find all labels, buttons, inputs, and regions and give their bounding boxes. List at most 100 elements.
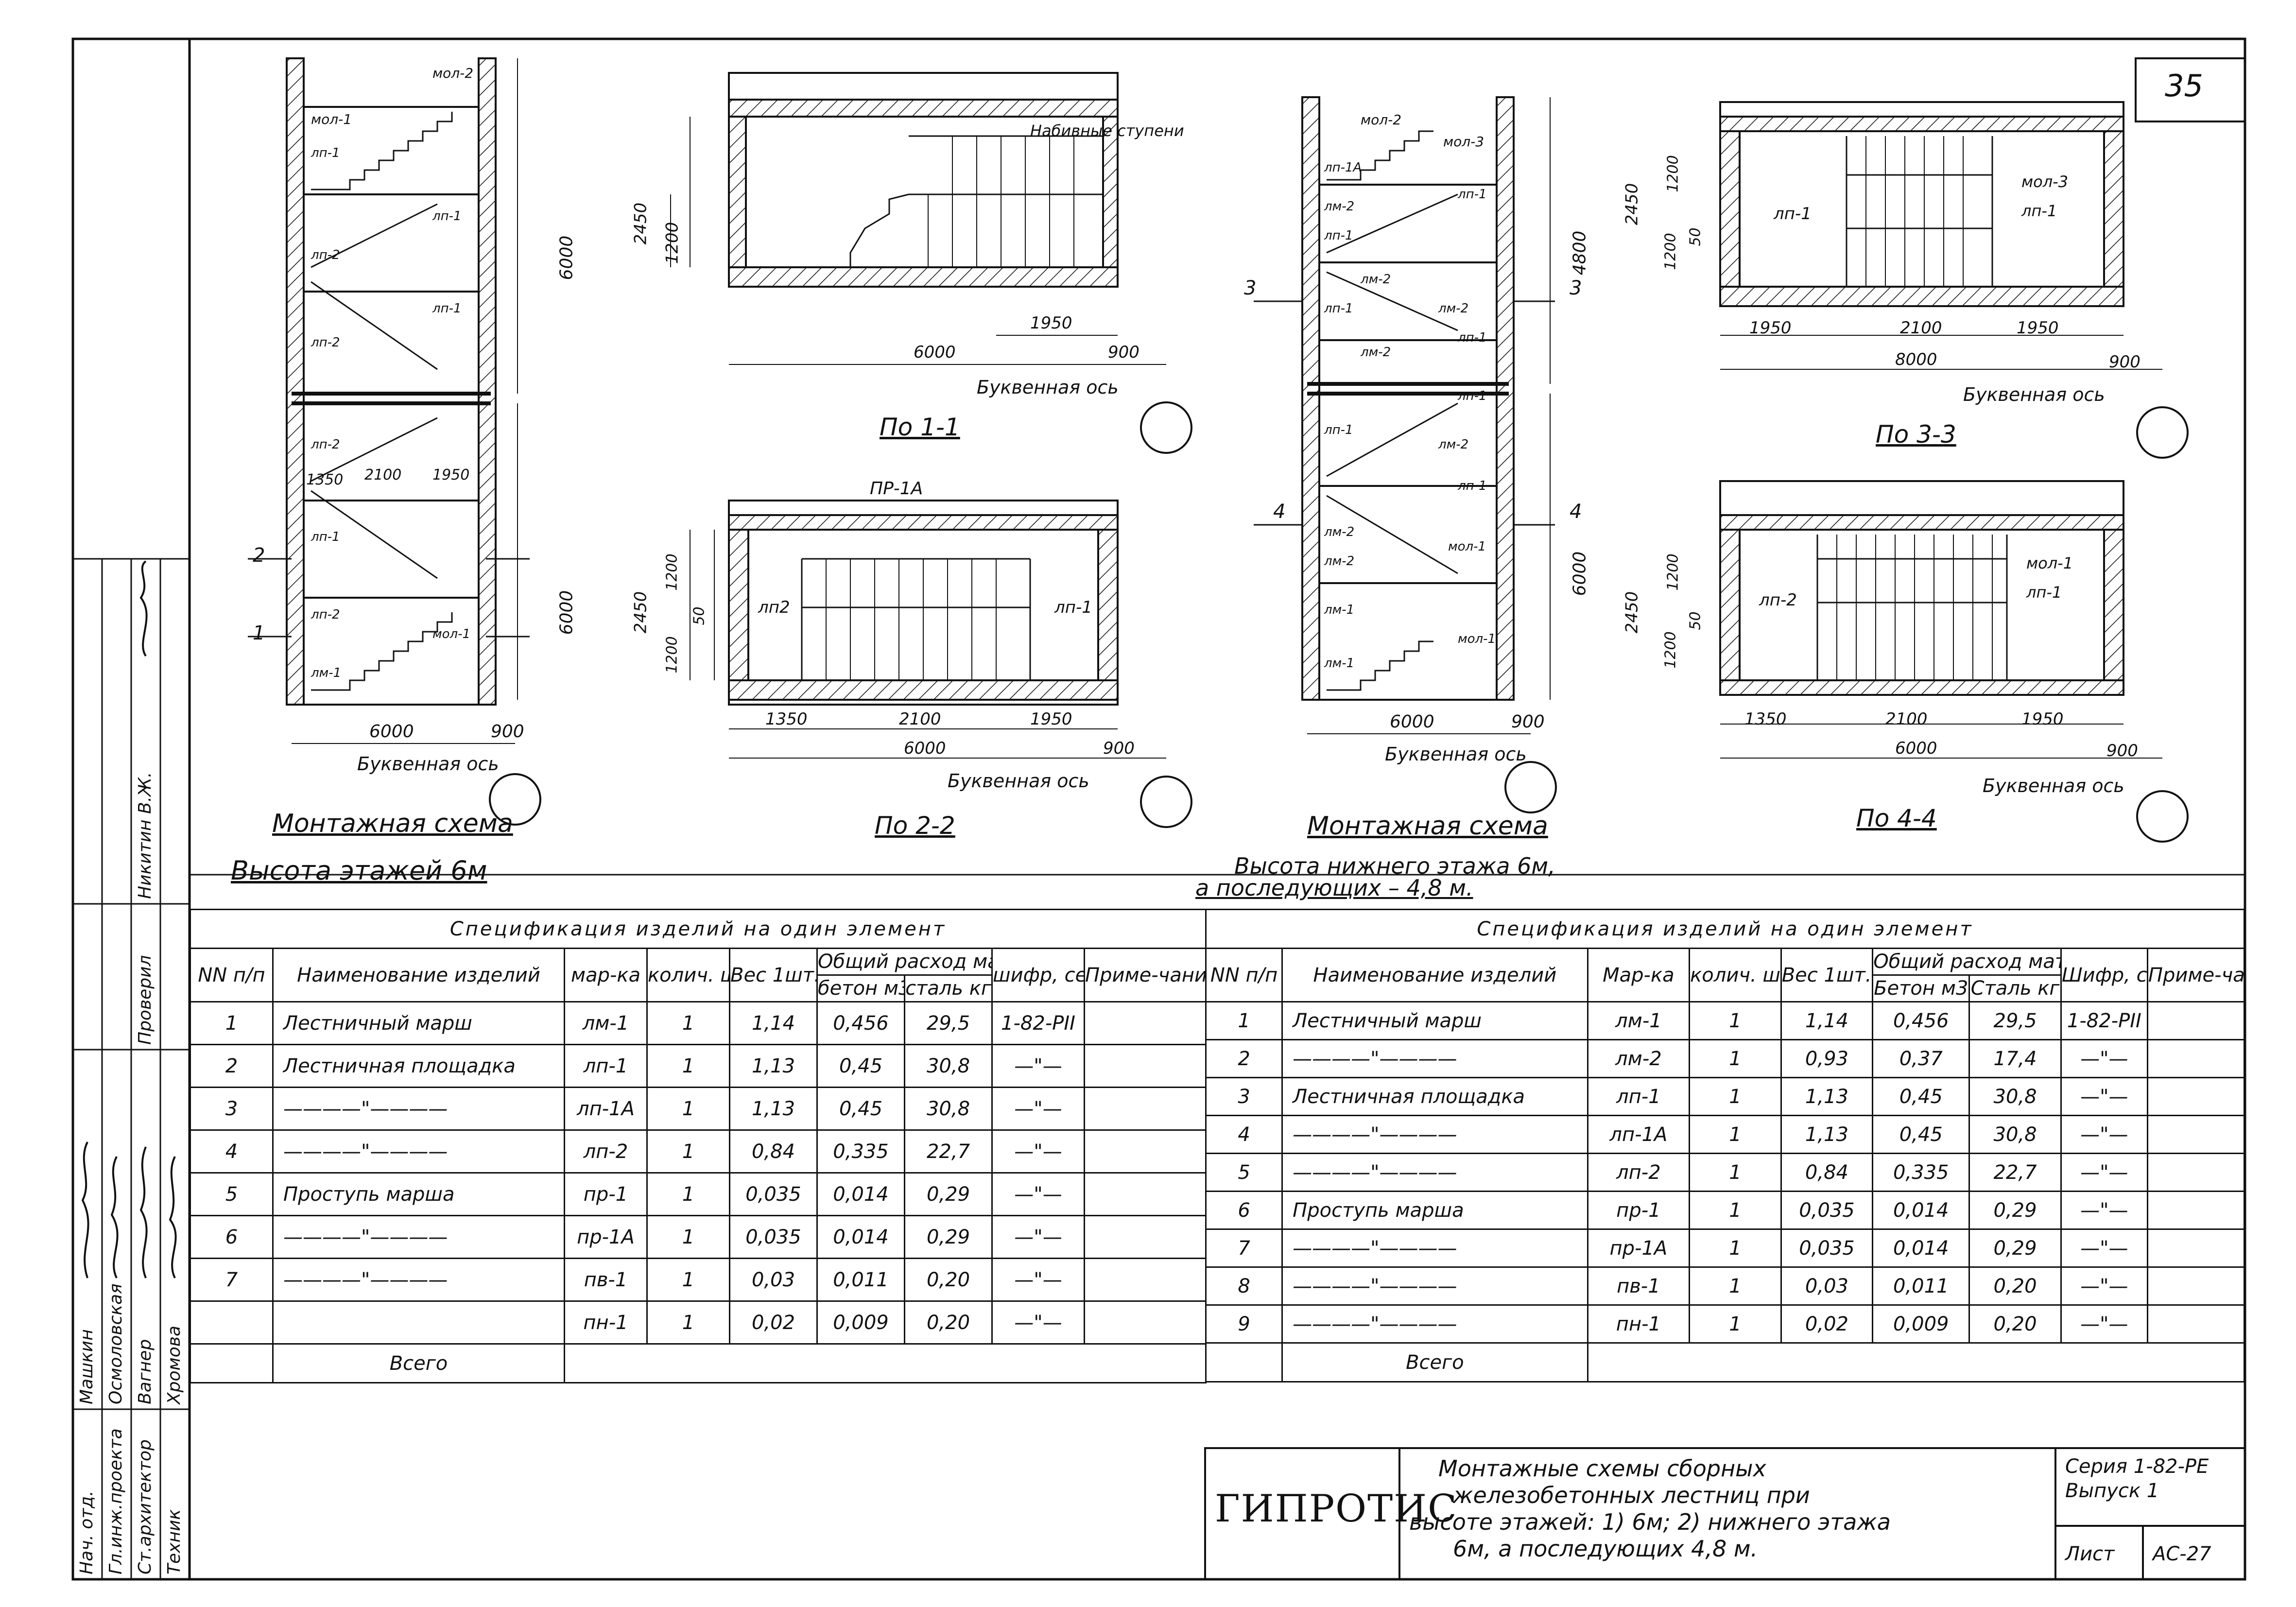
cell-steel: 30,8: [1968, 1077, 2062, 1116]
title-block-frame: [1204, 1447, 2246, 1580]
cell-concrete: 0,011: [1872, 1266, 1970, 1306]
spec-right-header-concrete: Бетон м3: [1872, 974, 1970, 1002]
scheme2-dim-axis: 900: [1511, 712, 1545, 732]
section44-axis-label: Буквенная ось: [1983, 775, 2124, 796]
section44-dim-900: 900: [2106, 741, 2138, 760]
section11-dim-6000: 6000: [914, 343, 956, 362]
cell-concrete: 0,45: [1872, 1115, 1970, 1154]
cell-total-empty: [1587, 1342, 2245, 1382]
cell-steel: 0,29: [904, 1215, 993, 1259]
cell-num: 4: [1205, 1115, 1283, 1154]
section22-dim-1350: 1350: [765, 709, 808, 729]
cell-name: Проступь марша: [1281, 1191, 1588, 1230]
scheme1-dim-axis: 900: [491, 722, 524, 742]
scheme2-caption-line1: Высота нижнего этажа 6м,: [1234, 853, 1555, 879]
scheme2-label: лм-2: [1324, 554, 1355, 569]
spec-right-header-note: Приме-чания: [2146, 948, 2245, 1002]
cell-name: ————"————: [272, 1087, 565, 1131]
title-description-line2: железобетонных лестниц при: [1453, 1482, 1810, 1508]
cell-code: —"—: [2060, 1191, 2148, 1230]
cell-steel: 0,20: [1968, 1266, 2062, 1306]
section33-axis-label: Буквенная ось: [1963, 384, 2105, 405]
scheme2-label: лп-1А: [1324, 160, 1362, 175]
section33-label-right1: мол-3: [2021, 173, 2069, 191]
cell-weight: 0,035: [1780, 1228, 1874, 1268]
title-sheet-code: АС-27: [2153, 1543, 2211, 1565]
cell-note: [1083, 1129, 1207, 1174]
title-description-line4: 6м, а последующих 4,8 м.: [1453, 1536, 1758, 1562]
cell-code: —"—: [991, 1215, 1085, 1259]
section44-dim-2100: 2100: [1885, 709, 1928, 729]
cell-weight: 1,14: [729, 1001, 818, 1045]
cell-num: 6: [190, 1215, 274, 1259]
cell-code: 1-82-РII: [991, 1001, 1085, 1045]
scheme1-label: лп-2: [311, 607, 340, 622]
cell-mark: лп-1А: [564, 1087, 648, 1131]
cell-note: [1083, 1001, 1207, 1045]
scheme2-caption-line2: а последующих – 4,8 м.: [1195, 875, 1473, 901]
s1-label-1: мол-1: [311, 111, 352, 127]
cell-steel: 22,7: [904, 1129, 993, 1174]
cell-note: [2146, 1153, 2245, 1192]
scheme1-label: лп-2: [311, 437, 340, 452]
cell-steel: 29,5: [1968, 1001, 2062, 1040]
table-row: 7 ————"———— пр-1А 1 0,035 0,014 0,29 —"—: [1205, 1228, 2245, 1268]
cell-weight: 0,035: [729, 1215, 818, 1259]
table-row: 8 ————"———— пв-1 1 0,03 0,011 0,20 —"—: [1205, 1266, 2245, 1306]
table-row: 5 ————"———— лп-2 1 0,84 0,335 22,7 —"—: [1205, 1153, 2245, 1192]
cell-concrete: 0,014: [1872, 1228, 1970, 1268]
section11-dim-2450: 2450: [631, 202, 651, 245]
cell-qty: 1: [646, 1129, 730, 1174]
section33-title: По 3-3: [1876, 420, 1956, 449]
page-number: 35: [2165, 68, 2203, 104]
scheme2-dim-width: 6000: [1390, 712, 1434, 732]
section44-label-right1: мол-1: [2026, 554, 2073, 572]
section22-title: По 2-2: [875, 812, 955, 840]
cell-name: ————"————: [1281, 1115, 1588, 1154]
table-total-row: Всего: [190, 1343, 1207, 1383]
cell-num: 3: [190, 1087, 274, 1131]
spec-right-header-name: Наименование изделий: [1281, 948, 1588, 1002]
cell-qty: 1: [1689, 1266, 1782, 1306]
spec-left-header-mark: мар-ка: [564, 948, 648, 1002]
scheme2-label: лм-2: [1438, 437, 1469, 452]
scheme2-label: мол-1: [1458, 632, 1496, 646]
cell-weight: 1,13: [1780, 1077, 1874, 1116]
cell-total-label: Всего: [272, 1343, 565, 1383]
cell-num: [190, 1300, 274, 1345]
cell-note: [1083, 1258, 1207, 1302]
title-description-line1: Монтажные схемы сборных: [1438, 1455, 1766, 1482]
scheme2-elevation: [1254, 96, 1557, 813]
cell-mark: лп-1: [1587, 1077, 1691, 1116]
table-row: 2 ————"———— лм-2 1 0,93 0,37 17,4 —"—: [1205, 1039, 2245, 1078]
cell-code: —"—: [2060, 1304, 2148, 1344]
cell-qty: 1: [646, 1258, 730, 1302]
scheme1-caption: Высота этажей 6м: [231, 855, 487, 886]
cell-weight: 0,035: [1780, 1191, 1874, 1230]
cell-num: 7: [1205, 1228, 1283, 1268]
table-row: 1 Лестничный марш лм-1 1 1,14 0,456 29,5…: [1205, 1001, 2245, 1040]
table-row: 5 Проступь марша пр-1 1 0,035 0,014 0,29…: [190, 1172, 1207, 1216]
cell-weight: 1,13: [729, 1087, 818, 1131]
table-row: пн-1 1 0,02 0,009 0,20 —"—: [190, 1300, 1207, 1345]
cell-steel: 0,20: [904, 1258, 993, 1302]
scheme1-dim-1350: 1350: [306, 471, 344, 488]
spec-right-header-steel: Сталь кг: [1968, 974, 2062, 1002]
scheme2-label: лп-1: [1324, 423, 1353, 437]
cell-code: 1-82-РII: [2060, 1001, 2148, 1040]
company-logo: ГИПРОТИС: [1215, 1487, 1458, 1531]
cell-code: —"—: [2060, 1115, 2148, 1154]
scheme2-title: Монтажная схема: [1307, 812, 1548, 841]
scheme2-label: лп-1: [1458, 479, 1487, 493]
table-row: 6 ————"———— пр-1А 1 0,035 0,014 0,29 —"—: [190, 1215, 1207, 1259]
cell-num: [190, 1343, 274, 1383]
cell-code: —"—: [2060, 1039, 2148, 1078]
cell-concrete: 0,014: [1872, 1191, 1970, 1230]
section44-label-left: лп-2: [1759, 590, 1797, 610]
scheme1-section-mark-1: 1: [253, 622, 265, 644]
section33-dim-2450: 2450: [1622, 183, 1642, 225]
cell-mark: пр-1: [1587, 1191, 1691, 1230]
scheme2-label: лм-2: [1324, 525, 1355, 539]
